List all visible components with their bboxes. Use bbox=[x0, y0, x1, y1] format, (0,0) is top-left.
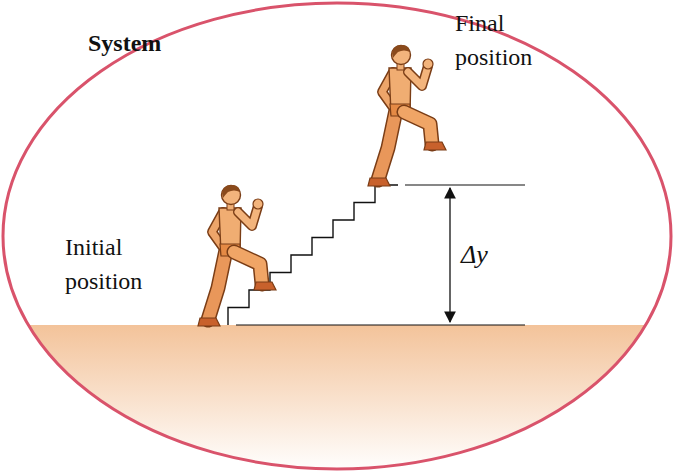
position-label: Initial position bbox=[65, 230, 183, 298]
height-label: Δy bbox=[461, 240, 488, 270]
position-label: Final position bbox=[455, 6, 573, 74]
system-title: System bbox=[88, 30, 161, 57]
